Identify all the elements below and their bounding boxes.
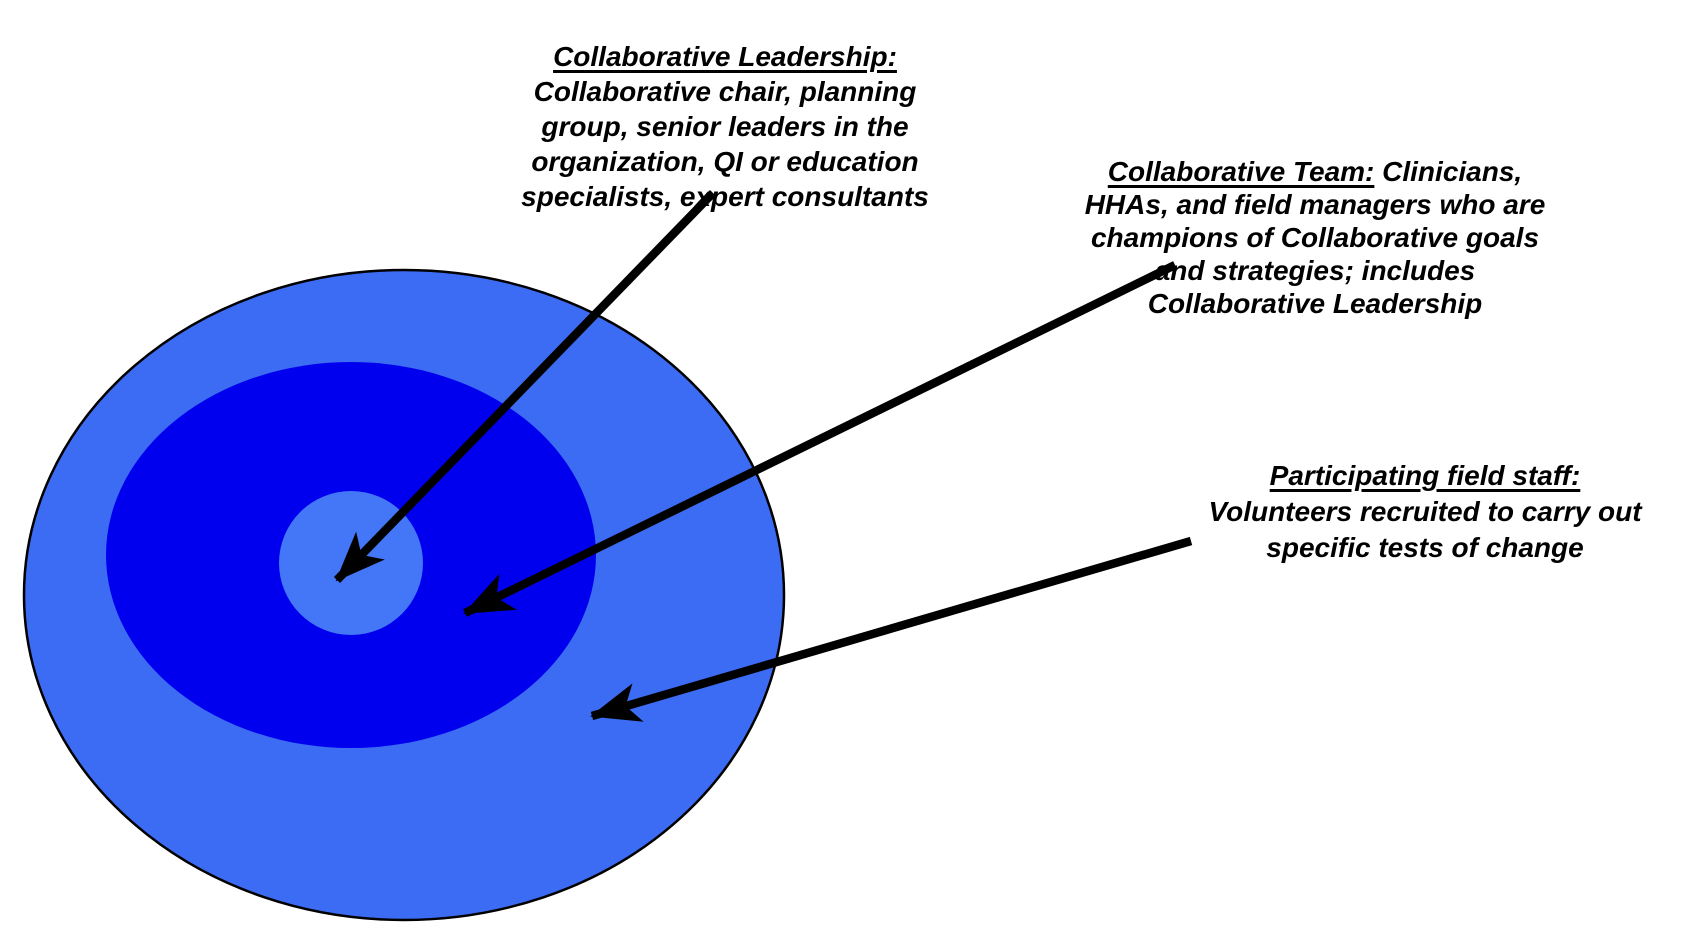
arrow-leadership-to-inner-circle	[333, 190, 717, 583]
label-collaborative-team: Collaborative Team: Clinicians, HHAs, an…	[1055, 122, 1575, 320]
label-participating-field-staff-heading: Participating field staff:	[1269, 460, 1581, 491]
arrow-field-staff-to-outer-ring	[590, 536, 1193, 722]
label-collaborative-leadership-heading: Collaborative Leadership:	[553, 41, 897, 72]
arrow-team-to-middle-ring	[463, 261, 1177, 617]
label-participating-field-staff: Participating field staff: Volunteers rec…	[1155, 422, 1689, 566]
label-collaborative-leadership: Collaborative Leadership: Collaborative c…	[450, 4, 1000, 214]
label-participating-field-staff-body: Volunteers recruited to carry out specif…	[1208, 496, 1642, 563]
label-collaborative-team-heading: Collaborative Team:	[1107, 156, 1375, 187]
label-collaborative-leadership-body: Collaborative chair, planning group, sen…	[521, 76, 929, 212]
label-collaborative-team-body: Clinicians, HHAs, and field managers who…	[1084, 156, 1546, 319]
